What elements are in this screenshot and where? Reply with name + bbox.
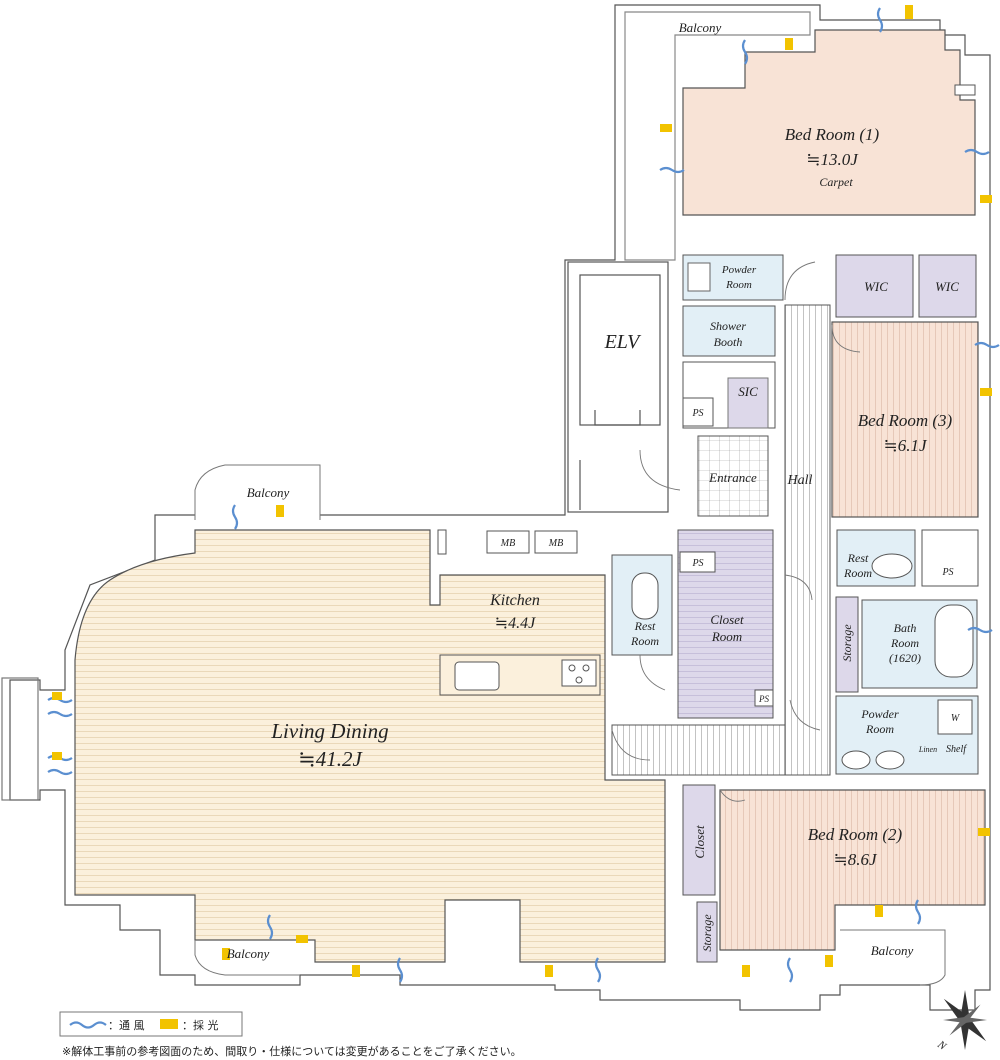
balcony-outlines <box>194 929 946 986</box>
washer-label: W <box>951 713 961 724</box>
ps-label-4: PS <box>941 567 953 578</box>
shower-booth <box>682 305 776 357</box>
bedroom-1-area: ≒13.0J <box>806 150 859 169</box>
mb-label-1: MB <box>500 538 515 549</box>
legend-wind-icon <box>69 1021 107 1029</box>
light-markers <box>52 5 992 977</box>
ps-label-2: PS <box>691 558 703 569</box>
living-dining-area: ≒41.2J <box>298 747 363 771</box>
hall-corridor <box>611 724 786 776</box>
hall-floor <box>784 304 831 776</box>
closet-label: Closet <box>692 825 707 859</box>
living-dining-name: Living Dining <box>270 719 388 743</box>
bedroom-3-floor <box>831 321 979 518</box>
storage-2 <box>696 901 718 963</box>
sic-label: SIC <box>738 384 758 399</box>
bedroom-3-area: ≒6.1J <box>883 436 927 455</box>
ps-label-3: PS <box>758 694 769 704</box>
shelf-label: Shelf <box>946 744 967 755</box>
legend-ventilation-label: ：通 風 <box>108 1019 145 1032</box>
entrance-label: Entrance <box>708 470 757 485</box>
bedroom-1-name: Bed Room (1) <box>785 125 880 144</box>
door-swings <box>611 261 861 802</box>
elevator-shaft <box>567 261 669 513</box>
closet-vertical <box>682 784 716 896</box>
outer-walls <box>1 4 991 1011</box>
bedroom-2-area: ≒8.6J <box>833 850 877 869</box>
bedroom-2-floor <box>719 789 986 951</box>
wic-1 <box>835 254 914 318</box>
balcony-label-living: Balcony <box>247 485 290 500</box>
ps-label-1: PS <box>691 408 703 419</box>
wic-2-label: WIC <box>935 279 959 294</box>
mb-box-1 <box>486 530 530 554</box>
room-labels: Bed Room (1) ≒13.0J Carpet Bed Room (3) … <box>227 20 968 961</box>
bedroom-3-name: Bed Room (3) <box>858 411 953 430</box>
storage-1-label: Storage <box>840 624 854 662</box>
compass-rose: N <box>934 990 987 1053</box>
storage-1 <box>835 596 859 693</box>
bedroom-1-floor-type: Carpet <box>819 175 853 189</box>
balcony-label-top: Balcony <box>679 20 722 35</box>
mb-box-2 <box>534 530 578 554</box>
linen-label: Linen <box>918 745 937 754</box>
balcony-label-bottom-right: Balcony <box>871 943 914 958</box>
wic-1-label: WIC <box>864 279 888 294</box>
wic-2 <box>918 254 977 318</box>
footnote: ※解体工事前の参考図面のため、間取り・仕様については変更があることをご了承くださ… <box>62 1044 522 1058</box>
elv-label: ELV <box>604 331 643 353</box>
bedroom-2-name: Bed Room (2) <box>808 825 903 844</box>
kitchen-name: Kitchen <box>489 592 540 609</box>
balcony-label-bottom-left: Balcony <box>227 946 270 961</box>
entrance-floor <box>697 435 769 517</box>
compass-north-label: N <box>934 1038 948 1053</box>
mb-label-2: MB <box>548 538 563 549</box>
legend-light-icon <box>160 1019 178 1029</box>
storage-2-label: Storage <box>700 914 714 952</box>
kitchen-island <box>439 654 601 696</box>
legend-light-label: ：採 光 <box>182 1018 219 1032</box>
hall-label: Hall <box>787 473 813 488</box>
balcony-living <box>194 464 321 520</box>
kitchen-area: ≒4.4J <box>495 615 536 632</box>
legend: ：通 風 ：採 光 <box>59 1011 243 1037</box>
living-dining-floor <box>74 529 666 963</box>
